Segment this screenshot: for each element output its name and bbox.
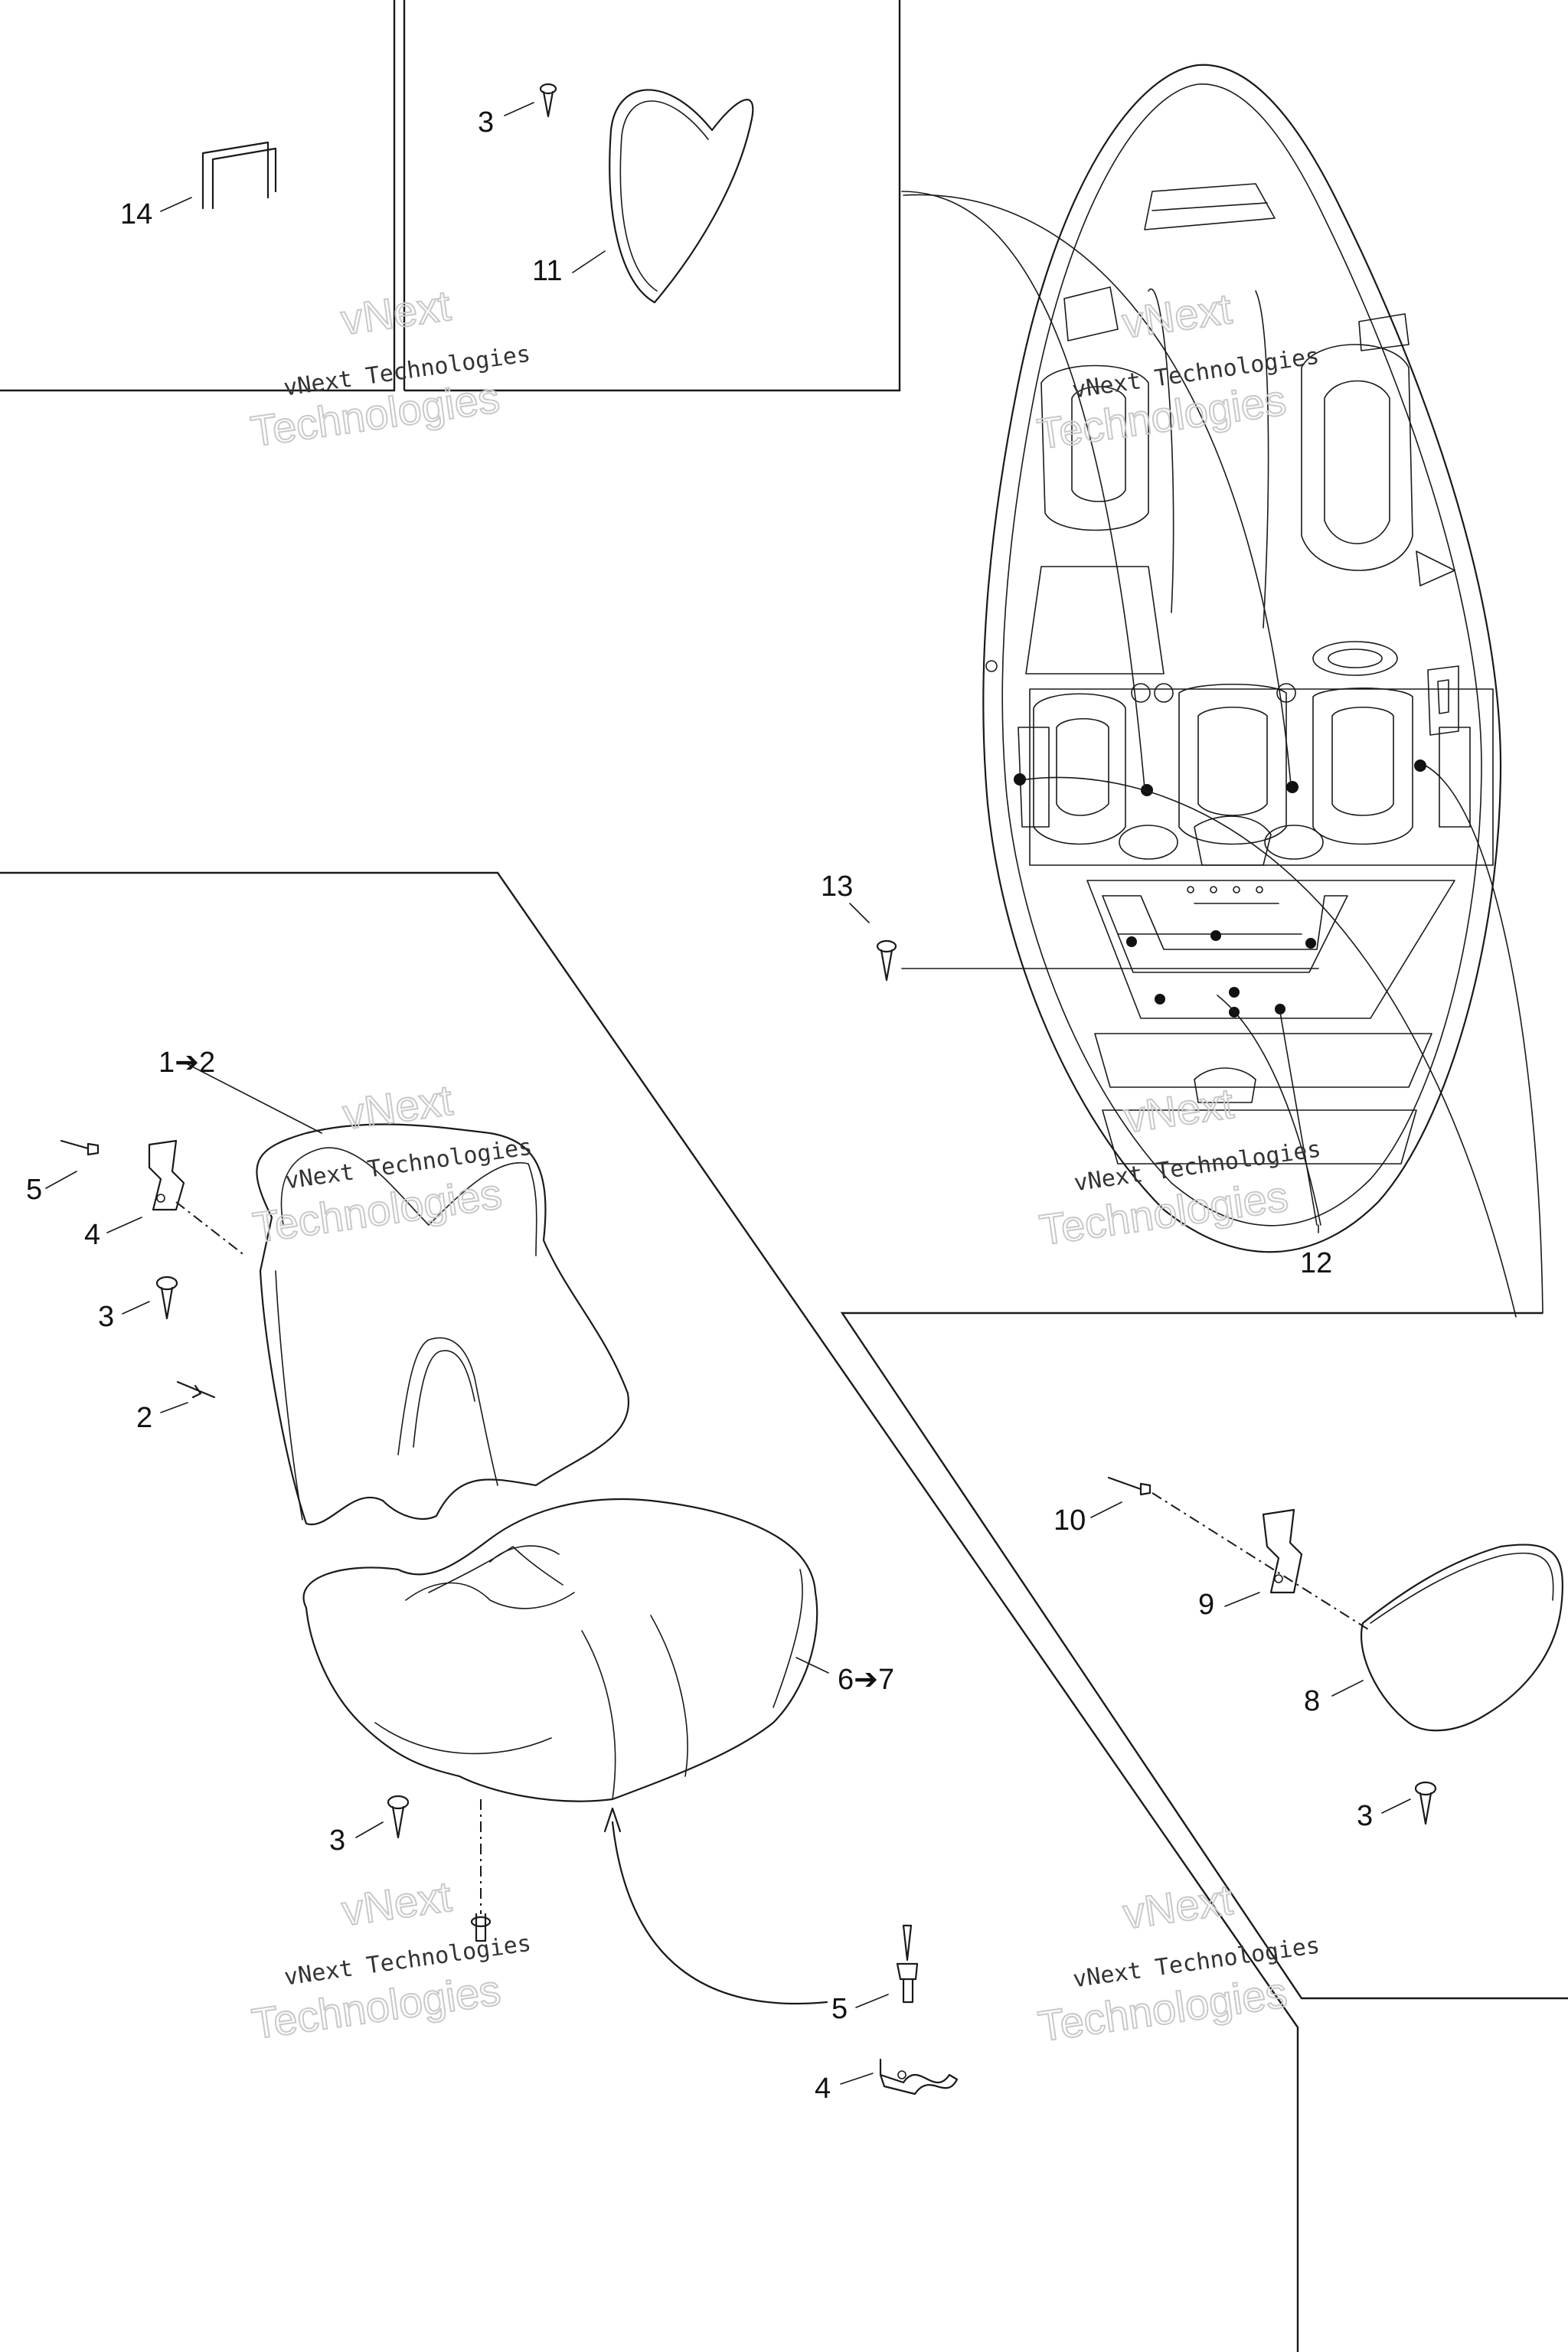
part-9-bracket [1224, 1508, 1303, 1607]
part-13-screw [849, 903, 897, 982]
callout-4-left: 4 [84, 1219, 100, 1251]
callout-3-right: 3 [1357, 1800, 1373, 1832]
part-5-rivet-left [45, 1139, 100, 1189]
callout-4-bottom: 4 [815, 2073, 831, 2105]
part-3-screw-mid [122, 1276, 178, 1320]
callout-3-bottom: 3 [329, 1824, 345, 1857]
callout-13: 13 [821, 871, 853, 903]
backrest-part-1-2 [187, 1063, 630, 1526]
callout-14: 14 [120, 198, 152, 230]
boat-top-view [901, 64, 1544, 1318]
watermark-top-right: vNext Technologies vNext Technologies [1034, 283, 1321, 459]
part-14-bracket [160, 141, 277, 212]
part-8-axis-line [1152, 1492, 1371, 1632]
callout-6-7: 6➔7 [838, 1664, 894, 1696]
part-4-bracket-bottom [840, 2058, 959, 2096]
callout-12: 12 [1300, 1247, 1332, 1279]
svg-text:vNext: vNext [339, 1872, 455, 1935]
part-8-pad [1331, 1544, 1563, 1732]
middle-left-panel-frame [0, 871, 1299, 2352]
part-3-screw-bottom [355, 1795, 410, 1839]
part-4-bracket-left [106, 1139, 185, 1233]
callout-3-top: 3 [478, 106, 494, 139]
seat-cushion-part-6-7 [302, 1498, 829, 1802]
callout-1-2: 1➔2 [158, 1047, 215, 1079]
svg-text:vNext: vNext [340, 1076, 456, 1138]
part-5-rivet-bottom [855, 1924, 919, 2008]
part-3-screw-right [1381, 1781, 1437, 1825]
svg-text:vNext: vNext [338, 281, 454, 344]
svg-text:vNext: vNext [1121, 1079, 1236, 1142]
callout-3-mid: 3 [98, 1301, 114, 1333]
callout-5-left: 5 [26, 1174, 42, 1206]
install-arrow [603, 1807, 828, 2005]
part-11-pad [572, 89, 754, 304]
part-3-screw-top [504, 83, 557, 118]
part-10-rivet [1090, 1476, 1152, 1518]
backrest-axis-line [175, 1201, 246, 1256]
callout-9: 9 [1198, 1589, 1214, 1621]
seat-pin [470, 1913, 492, 1942]
callout-5-bottom: 5 [831, 1993, 848, 2025]
svg-text:vNext: vNext [1120, 1875, 1236, 1938]
right-panel-frame [840, 1312, 1568, 2000]
watermark-top-left: vNext Technologies vNext Technologies [247, 280, 532, 456]
svg-text:vNext: vNext [1119, 284, 1235, 347]
callout-8: 8 [1304, 1685, 1320, 1717]
top-left-panel-frame [0, 0, 901, 392]
part-2-rivet [160, 1380, 216, 1413]
callout-labels: 14 3 11 13 12 1➔2 5 4 3 2 6➔7 3 5 4 10 9… [26, 106, 1373, 2105]
watermark-bottom-right: vNext Technologies vNext Technologies [1034, 1874, 1321, 2051]
watermark-mid-left: vNext Technologies vNext Technologies [249, 1075, 534, 1253]
callout-2: 2 [136, 1402, 152, 1434]
callout-11: 11 [532, 255, 562, 287]
watermark-bottom-left: vNext Technologies vNext Technologies [248, 1871, 533, 2049]
callout-10: 10 [1054, 1504, 1086, 1537]
